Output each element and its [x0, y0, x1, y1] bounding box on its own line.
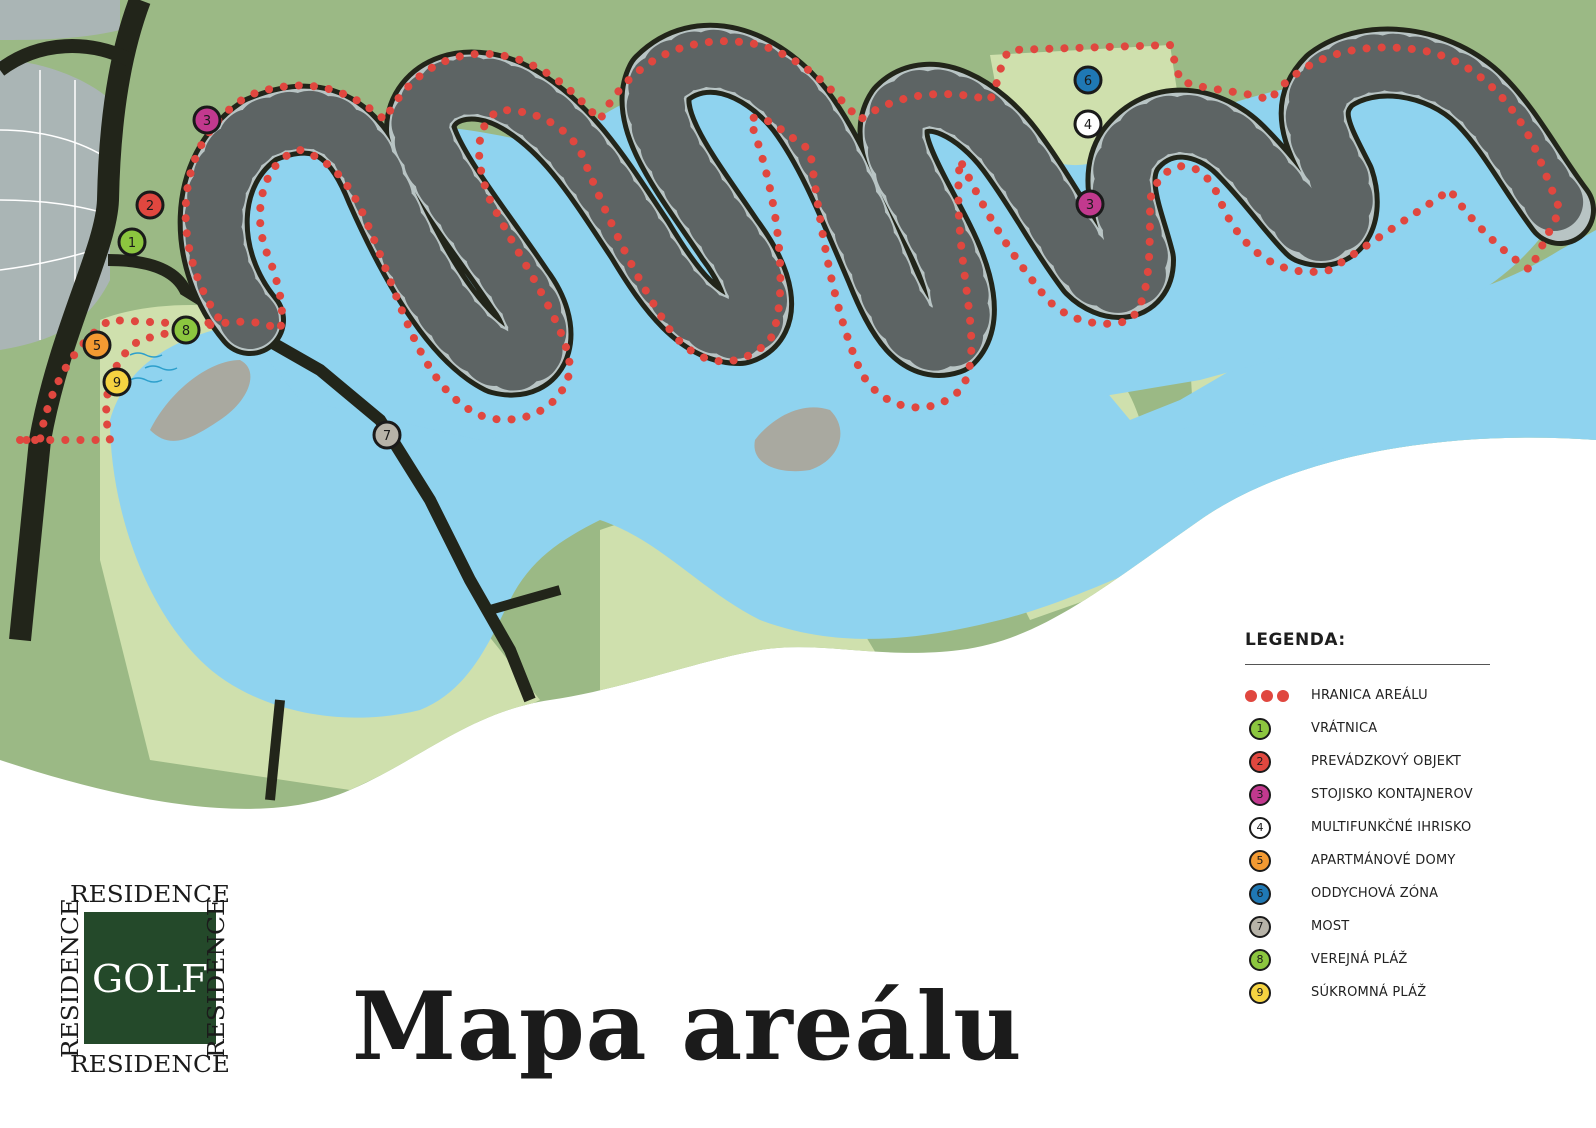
peninsulas [177, 22, 1596, 398]
marker-9-icon: 9 [1249, 981, 1271, 1004]
marker-3-icon: 3 [1249, 783, 1271, 806]
logo-center-text: GOLF [92, 957, 208, 1001]
residential-area [0, 0, 120, 40]
logo-word-top: RESIDENCE [70, 882, 230, 908]
marker-6-icon: 6 [1249, 882, 1271, 905]
map-area: 1 2 3 3 4 5 6 7 [0, 0, 1596, 809]
marker-4-icon: 4 [1249, 816, 1271, 839]
legend-item-label: APARTMÁNOVÉ DOMY [1311, 853, 1456, 868]
map-marker-label: 8 [182, 324, 190, 339]
road [0, 39, 134, 76]
legend-item-most: 7 MOST [1245, 910, 1490, 943]
legend-item-vratnica: 1 VRÁTNICA [1245, 712, 1490, 745]
logo-square [84, 912, 216, 1044]
map-marker-label: 3 [1086, 198, 1094, 213]
map-marker-6[interactable]: 6 [1073, 65, 1103, 95]
legend-list: HRANICA AREÁLU 1 VRÁTNICA 2 PREVÁDZKOVÝ … [1245, 679, 1490, 1009]
marker-1-icon: 1 [1249, 717, 1271, 740]
beach-waves [129, 352, 178, 383]
legend-item-stojisko-kontajnerov: 3 STOJISKO KONTAJNEROV [1245, 778, 1490, 811]
road [265, 699, 285, 801]
legend-divider [1245, 664, 1490, 665]
marker-2-icon: 2 [1249, 750, 1271, 773]
site-boundary [20, 37, 1565, 444]
legend-item-verejna-plaz: 8 VEREJNÁ PLÁŽ [1245, 943, 1490, 976]
legend-item-multifunkcne-ihrisko: 4 MULTIFUNKČNÉ IHRISKO [1245, 811, 1490, 844]
legend-item-label: ODDYCHOVÁ ZÓNA [1311, 886, 1439, 901]
legend-item-label: MOST [1311, 919, 1350, 934]
map-marker-3[interactable]: 3 [192, 105, 222, 135]
legend-item-apartmanove-domy: 5 APARTMÁNOVÉ DOMY [1245, 844, 1490, 877]
map-marker-label: 5 [93, 339, 101, 354]
logo-word-right: RESIDENCE [204, 898, 230, 1058]
map-marker-5[interactable]: 5 [82, 330, 112, 360]
map-marker-3[interactable]: 3 [1075, 189, 1105, 219]
road [9, 0, 151, 642]
map-marker-label: 6 [1084, 74, 1092, 89]
legend-item-label: SÚKROMNÁ PLÁŽ [1311, 985, 1427, 1000]
boundary-dots-icon [1245, 689, 1289, 702]
legend-item-label: HRANICA AREÁLU [1311, 688, 1428, 703]
logo-word-left: RESIDENCE [58, 898, 84, 1058]
road [107, 254, 536, 703]
legend-item-sukromna-plaz: 9 SÚKROMNÁ PLÁŽ [1245, 976, 1490, 1009]
legend-item-prevadzkovy-objekt: 2 PREVÁDZKOVÝ OBJEKT [1245, 745, 1490, 778]
legend-item-oddychova-zona: 6 ODDYCHOVÁ ZÓNA [1245, 877, 1490, 910]
map-marker-label: 7 [383, 429, 391, 444]
island [150, 360, 251, 441]
legend: LEGENDA: HRANICA AREÁLU 1 VRÁTNICA 2 PRE… [1245, 630, 1490, 1009]
map-marker-label: 1 [128, 236, 136, 251]
legend-item-label: PREVÁDZKOVÝ OBJEKT [1311, 754, 1461, 769]
map-marker-8[interactable]: 8 [171, 315, 201, 345]
legend-item-boundary: HRANICA AREÁLU [1245, 679, 1490, 712]
island [754, 407, 841, 472]
legend-title: LEGENDA: [1245, 630, 1346, 650]
map-marker-label: 2 [146, 199, 154, 214]
legend-item-label: VEREJNÁ PLÁŽ [1311, 952, 1408, 967]
map-marker-2[interactable]: 2 [135, 190, 165, 220]
map-marker-label: 4 [1084, 118, 1092, 133]
legend-item-label: MULTIFUNKČNÉ IHRISKO [1311, 820, 1472, 835]
marker-8-icon: 8 [1249, 948, 1271, 971]
map-marker-label: 3 [203, 114, 211, 129]
marker-7-icon: 7 [1249, 915, 1271, 938]
road [488, 585, 562, 615]
map-marker-9[interactable]: 9 [102, 367, 132, 397]
map-marker-1[interactable]: 1 [117, 227, 147, 257]
page-title: Mapa areálu [352, 972, 1023, 1082]
legend-item-label: STOJISKO KONTAJNEROV [1311, 787, 1473, 802]
logo-word-bottom: RESIDENCE [70, 1052, 230, 1076]
residence-golf-logo: RESIDENCE RESIDENCE RESIDENCE RESIDENCE … [58, 882, 230, 1076]
map-marker-7[interactable]: 7 [372, 420, 402, 450]
legend-item-label: VRÁTNICA [1311, 721, 1378, 736]
map-marker-label: 9 [113, 376, 121, 391]
marker-5-icon: 5 [1249, 849, 1271, 872]
map-marker-4[interactable]: 4 [1073, 109, 1103, 139]
